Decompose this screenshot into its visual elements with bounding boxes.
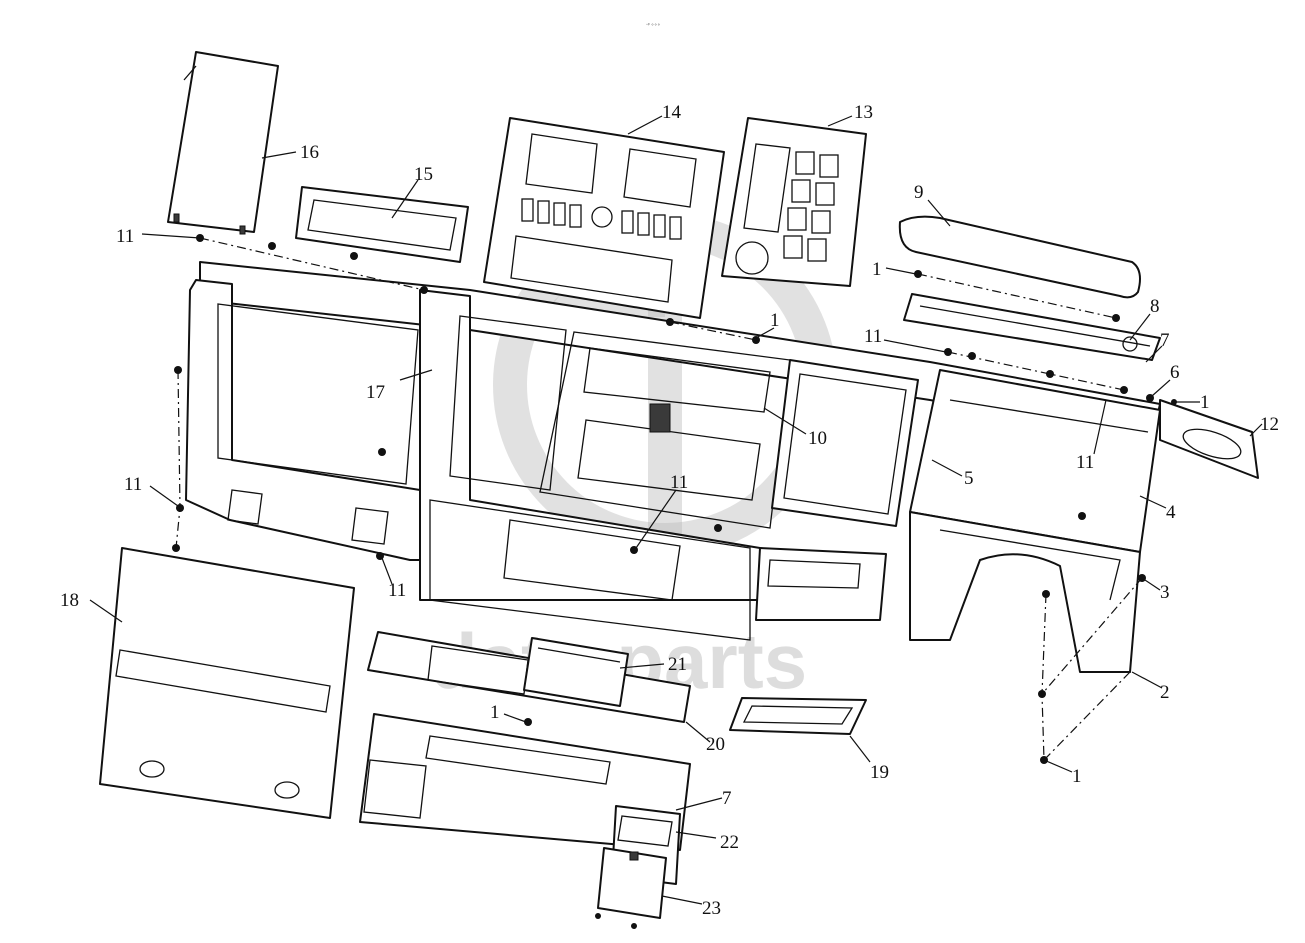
- callout-13: 13: [854, 102, 873, 123]
- callout-20: 20: [706, 734, 725, 755]
- callout-3: 3: [1160, 582, 1170, 603]
- callout-10: 10: [808, 428, 827, 449]
- callout-1-far-right: 1: [1200, 392, 1210, 413]
- header-text: ◦ᵖ ∘∘∘: [646, 22, 660, 28]
- callout-7-right: 7: [1160, 330, 1170, 351]
- switch-grid: [783, 151, 839, 262]
- part-23-tray: [597, 847, 667, 919]
- callout-9: 9: [914, 182, 924, 203]
- callout-11-bottom: 11: [388, 580, 406, 601]
- callout-1-lower: 1: [490, 702, 500, 723]
- callout-1-bottom-right: 1: [1072, 766, 1082, 787]
- callout-11-left: 11: [124, 474, 142, 495]
- callout-19: 19: [870, 762, 889, 783]
- callout-1-center: 1: [770, 310, 780, 331]
- part-15-bezel: [295, 186, 469, 263]
- callout-15: 15: [414, 164, 433, 185]
- assembly-lines: [175, 237, 1143, 761]
- callout-11-center: 11: [670, 472, 688, 493]
- callout-14: 14: [662, 102, 682, 123]
- callout-11-top-left: 11: [116, 226, 134, 247]
- part-13-switch-panel: [721, 117, 867, 287]
- callout-4: 4: [1166, 502, 1176, 523]
- callout-6: 6: [1170, 362, 1180, 383]
- leader-lines: [89, 115, 1263, 905]
- part-9-trim-strip: [898, 215, 1141, 299]
- callout-18: 18: [60, 590, 79, 611]
- part-19-bezel: [729, 697, 867, 735]
- callout-7-bottom: 7: [722, 788, 732, 809]
- lower-center-panel: [359, 713, 691, 851]
- callout-23: 23: [702, 898, 721, 919]
- part-18-lower-left-cover: [99, 547, 355, 819]
- part-8-duct-bar: [903, 293, 1161, 361]
- callout-22: 22: [720, 832, 739, 853]
- part-21-pocket: [523, 637, 629, 707]
- part-17-dashboard-main-frame: [185, 261, 1161, 673]
- callout-5: 5: [964, 468, 974, 489]
- part-16-cover-panel: [167, 51, 279, 235]
- part-12-end-cap: [1159, 399, 1259, 479]
- callout-16: 16: [300, 142, 319, 163]
- part-14-center-panel: [483, 117, 725, 319]
- callout-labels: 16 15 14 13 9 1 8 11 1 11 7 6 1 12 17 10…: [60, 102, 1279, 919]
- callout-1-top-right: 1: [872, 259, 882, 280]
- callout-11-right-top: 11: [864, 326, 882, 347]
- callout-8: 8: [1150, 296, 1160, 317]
- callout-11-right: 11: [1076, 452, 1094, 473]
- callout-17: 17: [366, 382, 385, 403]
- callout-12: 12: [1260, 414, 1279, 435]
- callout-21: 21: [668, 654, 687, 675]
- switch-row: [521, 198, 682, 240]
- callout-2: 2: [1160, 682, 1170, 703]
